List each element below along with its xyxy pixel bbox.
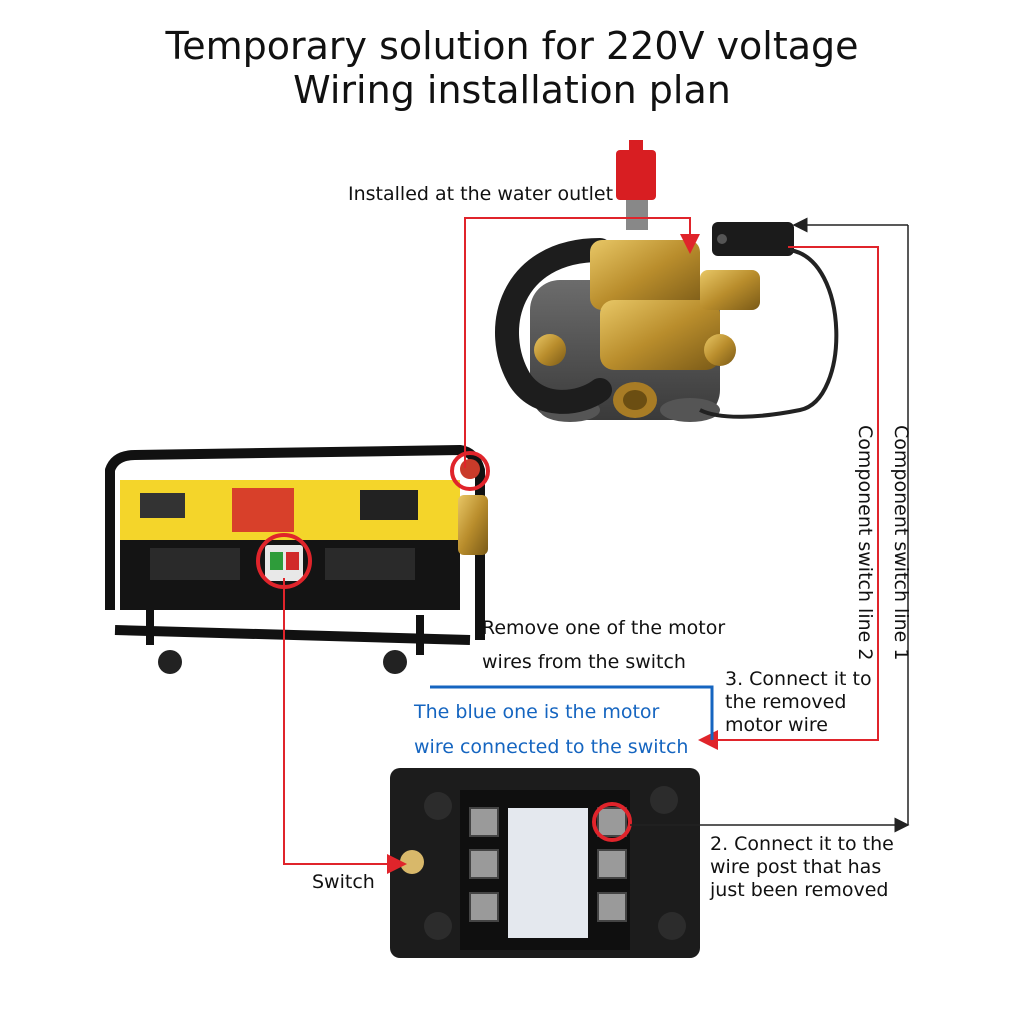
- switch-knob: [400, 850, 424, 874]
- label-connect2-1: 2. Connect it to the: [710, 833, 894, 855]
- label-connect2-2: wire post that has: [710, 856, 882, 878]
- label-component-line-2: Component switch line 2: [854, 425, 876, 661]
- red-wires: [283, 217, 879, 874]
- switch-highlight: [256, 533, 312, 589]
- pump-image: [495, 140, 839, 422]
- label-connect3-3: motor wire: [725, 714, 828, 736]
- water-outlet-line: [464, 217, 700, 468]
- washer-machine-image: [105, 445, 488, 674]
- label-switch: Switch: [312, 871, 375, 893]
- label-water-outlet: Installed at the water outlet: [348, 183, 614, 205]
- pump-brass-head: [590, 240, 700, 310]
- label-blue-note-2: wire connected to the switch: [414, 736, 689, 758]
- switch-label-plate: [508, 808, 588, 938]
- highlight-circles: [256, 451, 632, 842]
- label-connect2-3: just been removed: [710, 879, 889, 901]
- label-component-line-1: Component switch line 1: [890, 425, 912, 661]
- blue-motor-wire: [430, 685, 714, 740]
- label-remove-wire-1: Remove one of the motor: [482, 617, 726, 639]
- component-line-2: [698, 246, 879, 750]
- switch-box-image: [390, 768, 700, 958]
- outlet-highlight: [450, 451, 490, 491]
- black-wires: [630, 217, 910, 833]
- title-line-2: Wiring installation plan: [293, 68, 731, 112]
- switch-lead-line: [283, 578, 407, 874]
- label-connect3-1: 3. Connect it to: [725, 668, 872, 690]
- title-line-1: Temporary solution for 220V voltage: [165, 24, 859, 68]
- pressure-switch-box: [712, 222, 794, 256]
- label-remove-wire-2: wires from the switch: [482, 651, 686, 673]
- label-blue-note-1: The blue one is the motor: [414, 701, 660, 723]
- red-valve-cap: [616, 150, 656, 200]
- pump-hose: [495, 238, 612, 414]
- label-connect3-2: the removed: [725, 691, 847, 713]
- terminal-highlight: [592, 802, 632, 842]
